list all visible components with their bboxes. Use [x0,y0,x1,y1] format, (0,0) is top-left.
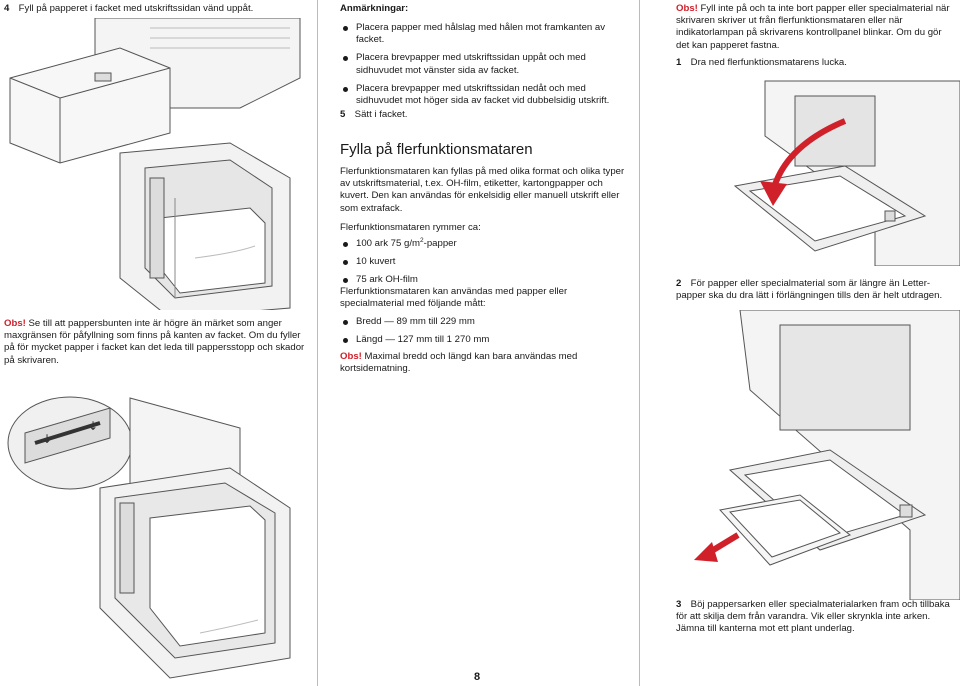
step-2-text: För papper eller specialmaterial som är … [676,278,943,302]
left-obs-note: Obs! Se till att pappersbunten inte är h… [4,318,310,367]
column-divider-right [639,0,640,686]
capacity-intro: Flerfunktionsmataren rymmer ca: [340,222,481,233]
step-3: 3 Böj pappersarken eller specialmaterial… [676,599,960,636]
extension-illustration [694,310,960,600]
notes-title: Anmärkningar: [340,3,409,14]
dims-item: Bredd — 89 mm till 229 mm [340,316,630,328]
step-1-text: Dra ned flerfunktionsmatarens lucka. [690,57,847,68]
page-number: 8 [474,671,481,683]
step-2: 2 För papper eller specialmaterial som ä… [676,278,958,302]
capacity-item: 100 ark 75 g/m2-papper [340,237,630,250]
column-divider-left [317,0,318,686]
step-4-text: Fyll på papperet i facket med utskriftss… [18,3,254,14]
notes-list: Placera papper med hålslag med hålen mot… [340,22,630,113]
step-3-number: 3 [676,599,682,610]
note-item: Placera papper med hålslag med hålen mot… [340,22,630,46]
note-item: Placera brevpapper med utskriftssidan up… [340,52,630,76]
dims-list: Bredd — 89 mm till 229 mm Längd — 127 mm… [340,316,630,352]
step-5: 5 Sätt i facket. [340,109,407,121]
obs-text: Se till att pappersbunten inte är högre … [4,318,305,366]
svg-text:↓: ↓ [42,432,52,446]
capacity-item: 10 kuvert [340,256,630,268]
capacity-list: 100 ark 75 g/m2-papper 10 kuvert 75 ark … [340,237,630,293]
step-4-number: 4 [4,3,10,14]
open-door-illustration [733,80,960,266]
middle-obs-note: Obs! Maximal bredd och längd kan bara an… [340,351,630,375]
dims-intro: Flerfunktionsmataren kan användas med pa… [340,286,568,310]
obs-label: Obs! [340,351,362,362]
tray-loading-illustration [9,18,301,310]
step-1-number: 1 [676,57,682,68]
dims-item: Längd — 127 mm till 1 270 mm [340,334,630,346]
note-item: Placera brevpapper med utskriftssidan ne… [340,83,630,107]
step-4: 4 Fyll på papperet i facket med utskrift… [4,3,314,15]
intro-paragraph: Flerfunktionsmataren kan fyllas på med o… [340,166,625,214]
obs-label: Obs! [4,318,26,329]
right-obs-note: Obs! Fyll inte på och ta inte bort pappe… [676,3,956,52]
obs-label: Obs! [676,3,698,14]
obs-text: Fyll inte på och ta inte bort papper ell… [676,3,950,51]
step-1: 1 Dra ned flerfunktionsmatarens lucka. [676,57,847,69]
section-heading: Fylla på flerfunktionsmataren [340,141,533,158]
step-5-text: Sätt i facket. [354,109,408,120]
obs-text: Maximal bredd och längd kan bara använda… [340,351,578,375]
step-5-number: 5 [340,109,346,120]
step-2-number: 2 [676,278,682,289]
max-fill-mark-illustration: ↓ ↓ [7,396,291,679]
capacity-item: 75 ark OH-film [340,274,630,286]
step-3-text: Böj pappersarken eller specialmaterialar… [676,599,950,635]
svg-text:↓: ↓ [88,419,98,433]
